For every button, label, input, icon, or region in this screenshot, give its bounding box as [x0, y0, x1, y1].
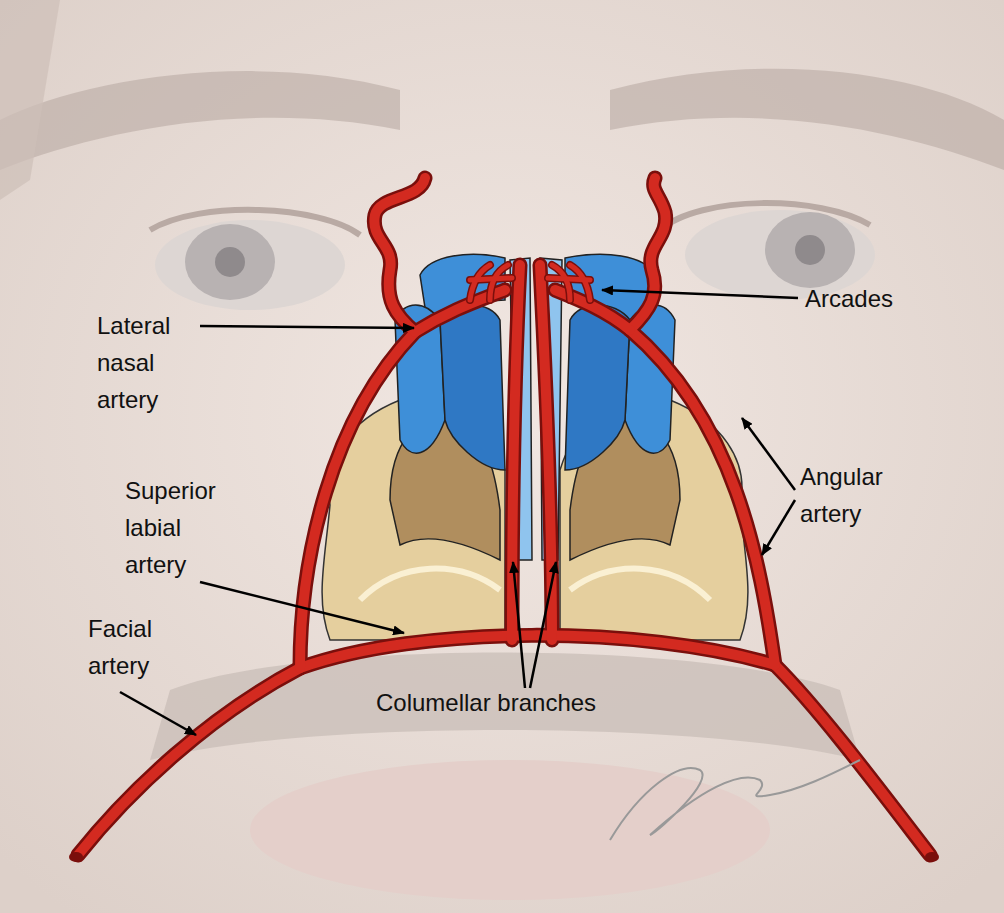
- arcades-label: Arcades: [805, 280, 985, 317]
- columellar-label: Columellar branches: [376, 684, 696, 721]
- facial-label: Facial artery: [88, 610, 183, 684]
- lateral-nasal-label: Lateral nasal artery: [97, 307, 207, 418]
- leader-lines: [120, 290, 798, 735]
- superior-labial-label: Superior labial artery: [125, 472, 225, 583]
- angular-label: Angular artery: [800, 458, 925, 532]
